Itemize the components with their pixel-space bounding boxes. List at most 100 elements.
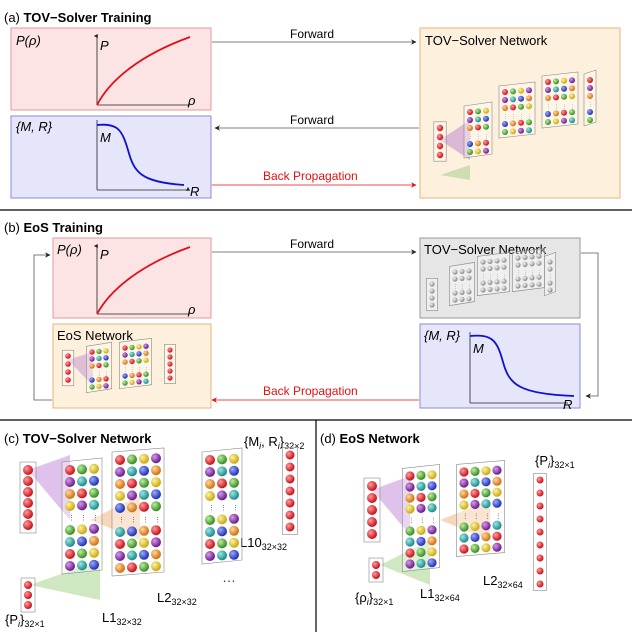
neuron-icon — [151, 561, 161, 572]
neuron-icon — [522, 282, 528, 288]
neuron-icon — [127, 538, 137, 549]
neuron-icon — [103, 362, 109, 368]
eos-curve-plot-a: P ρ — [93, 34, 196, 108]
connection-fan — [372, 476, 410, 535]
network-illustrations: ⋮⋮⋮⋮⋮⋮⋮⋮⋮⋮⋮⋮⋮⋮⋮⋮⋮⋮⋮⋮⋮⋮⋮⋮⋮⋮⋮⋮⋮⋮⋮⋮⋮⋮⋮⋮⋮⋮⋮⋮… — [19, 69, 597, 613]
neuron-icon — [285, 474, 295, 484]
x-axis-label-rho: ρ — [187, 93, 196, 108]
neuron-icon — [536, 528, 544, 536]
neuron-icon — [115, 551, 125, 561]
neuron-icon — [217, 454, 227, 465]
neuron-icon — [405, 471, 415, 481]
neuron-icon — [367, 529, 377, 539]
tov-l10-label: L1032×32 — [240, 535, 287, 552]
neuron-icon — [587, 109, 593, 115]
panel-a-title: (a) TOV−Solver Training — [4, 10, 152, 25]
neuron-icon — [429, 281, 435, 287]
neuron-icon — [510, 96, 516, 103]
panel-b: (b) EoS Training P(ρ) P ρ EoS Network TO… — [4, 220, 599, 412]
eos-input-label: P(ρ) — [16, 33, 41, 48]
ellipsis-dots: ⋮ — [144, 367, 149, 373]
neuron-icon — [553, 78, 559, 85]
neuron-icon — [467, 125, 473, 131]
eos-input-box-b — [52, 237, 212, 319]
neuron-icon — [139, 525, 149, 536]
neuron-icon — [502, 97, 508, 103]
neuron-icon — [470, 477, 480, 487]
neuron-icon — [217, 490, 227, 501]
neuron-icon — [115, 503, 125, 513]
neuron-icon — [494, 286, 500, 292]
layer-frame — [61, 349, 75, 387]
ellipsis-dots: ⋮ — [220, 505, 227, 512]
neuron-icon — [77, 464, 87, 475]
layer-frame — [456, 460, 505, 557]
ellipsis-dots: ⋮ — [473, 513, 479, 520]
neuron-icon — [89, 523, 99, 534]
neuron-icon — [89, 547, 99, 558]
neuron-icon — [115, 527, 125, 537]
neuron-icon — [167, 375, 173, 381]
neuron-icon — [96, 362, 102, 369]
ellipsis-dots: ⋮ — [530, 270, 535, 276]
neuron-icon — [115, 479, 125, 489]
neuron-icon — [217, 478, 227, 489]
y-axis-label-p: P — [100, 38, 109, 53]
neuron-icon — [536, 281, 542, 287]
eos-input-label-d: {ρi}32×1 — [355, 590, 393, 607]
neuron-icon — [23, 465, 33, 475]
neuron-icon — [492, 520, 502, 530]
neuron-icon — [89, 475, 99, 486]
connection-fan — [28, 455, 70, 520]
neuron-icon — [515, 262, 521, 268]
neuron-icon — [416, 525, 426, 536]
neuron-icon — [129, 358, 135, 365]
neuron-icon — [481, 521, 491, 531]
panel-b-title: (b) EoS Training — [4, 220, 103, 235]
neuron-icon — [367, 481, 377, 491]
neuron-icon — [561, 109, 567, 116]
ellipsis-dots: ⋮ — [537, 270, 542, 276]
neuron-icon — [103, 348, 109, 354]
neuron-icon — [416, 481, 426, 491]
forward-label-2: Forward — [290, 113, 334, 127]
neuron-icon — [467, 109, 473, 115]
neuron-icon — [459, 500, 469, 510]
ellipsis-dots: ⋮ — [460, 284, 465, 290]
panel-a: (a) TOV−Solver Training P(ρ) P ρ {M, R} … — [4, 10, 621, 199]
neuron-icon — [205, 515, 215, 525]
neuron-icon — [167, 354, 173, 360]
tov-network-box-b — [419, 237, 581, 319]
neuron-icon — [475, 124, 481, 131]
neuron-icon — [561, 93, 567, 100]
neuron-icon — [475, 116, 481, 123]
ellipsis-dots: ⋮ — [523, 270, 528, 276]
neuron-icon — [487, 265, 493, 271]
neuron-icon — [427, 470, 437, 480]
neuron-icon — [89, 463, 99, 474]
neuron-icon — [77, 488, 87, 499]
neuron-icon — [136, 372, 142, 378]
neuron-icon — [151, 537, 161, 548]
neuron-icon — [115, 491, 125, 501]
neuron-icon — [492, 542, 502, 552]
ellipsis-dots: ⋮ — [419, 517, 425, 524]
neuron-icon — [23, 498, 33, 508]
neuron-icon — [467, 117, 473, 123]
neuron-icon — [545, 79, 551, 85]
ellipsis-dots: ⋮ — [118, 517, 125, 524]
neuron-icon — [483, 123, 489, 130]
neuron-icon — [151, 465, 161, 476]
neuron-icon — [89, 535, 99, 546]
ellipsis-dots: ⋮ — [104, 371, 109, 377]
neuron-icon — [569, 77, 575, 84]
neuron-icon — [522, 275, 528, 281]
neuron-icon — [405, 537, 415, 547]
neuron-icon — [459, 296, 465, 302]
neuron-icon — [129, 351, 135, 358]
neuron-icon — [24, 581, 32, 589]
neuron-icon — [89, 363, 95, 369]
neuron-icon — [494, 258, 500, 264]
neuron-icon — [436, 142, 444, 150]
neuron-icon — [480, 259, 486, 265]
